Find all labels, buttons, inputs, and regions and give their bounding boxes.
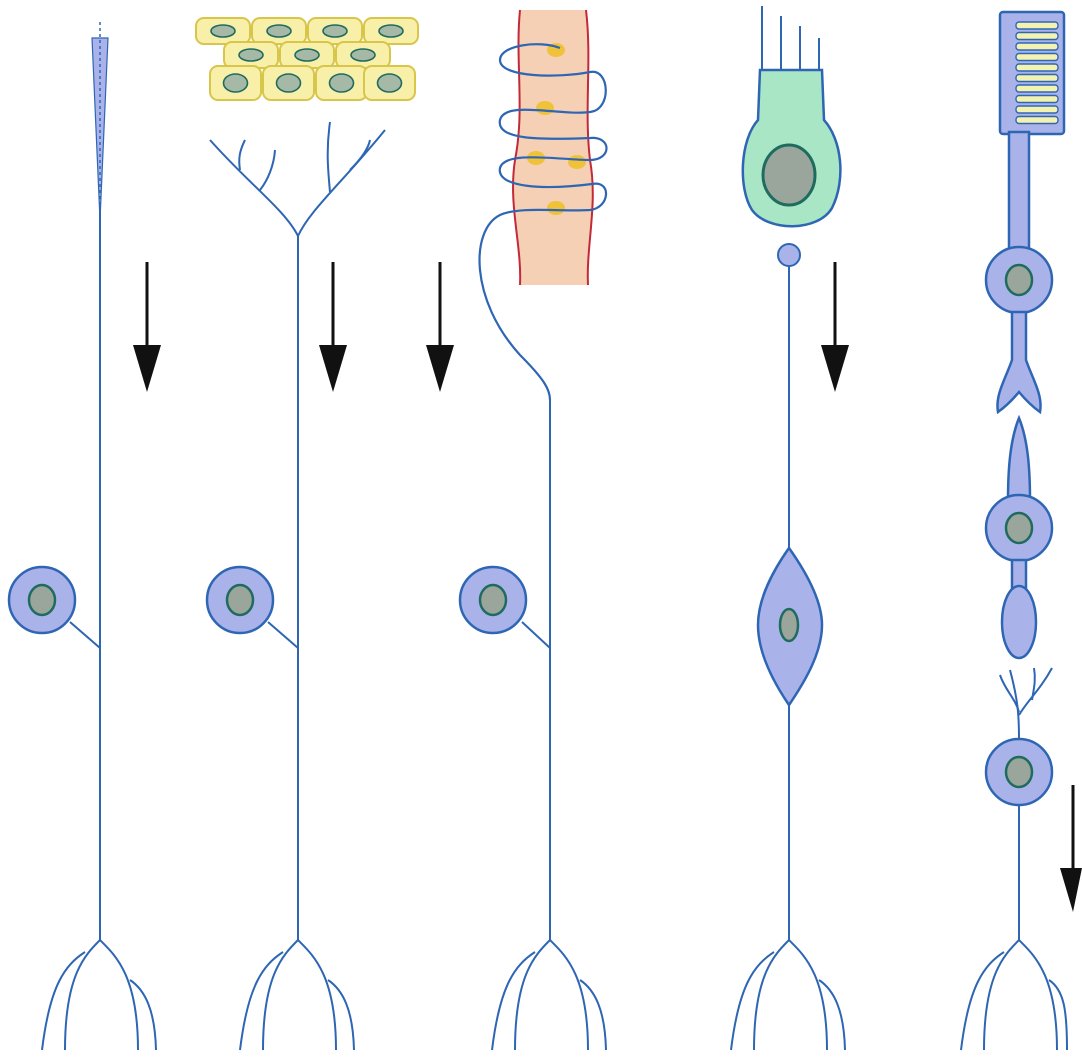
nucleus <box>227 585 253 615</box>
stalk <box>70 622 100 648</box>
synaptic-terminal <box>997 312 1040 412</box>
epithelial-nucleus <box>323 25 347 37</box>
axon-terminals <box>731 940 845 1050</box>
free-nerve-ending-neuron <box>9 22 156 1050</box>
nucleus <box>29 585 55 615</box>
epithelial-ending-neuron <box>196 18 418 1050</box>
photoreceptor-nucleus <box>1006 265 1032 295</box>
nucleus <box>780 609 798 641</box>
ganglion-dendrites <box>1000 668 1052 740</box>
epithelial-nucleus <box>239 49 263 61</box>
photoreceptor-disc <box>1016 22 1058 29</box>
axon-terminals <box>240 940 354 1050</box>
photoreceptor-disc <box>1016 54 1058 61</box>
stalk <box>268 622 298 648</box>
photoreceptor-disc <box>1016 85 1058 92</box>
photoreceptor-disc <box>1016 64 1058 71</box>
bipolar-nucleus <box>1006 513 1032 543</box>
arrow-4 <box>821 262 849 392</box>
nucleus <box>480 585 506 615</box>
arrow-2 <box>319 262 347 392</box>
axon-terminals <box>42 940 156 1050</box>
hair-cell-neuron <box>731 6 845 1050</box>
outer-segment-frame <box>1000 12 1064 134</box>
signal-direction-arrows <box>133 262 1082 912</box>
epithelium <box>196 18 418 100</box>
photoreceptor-disc <box>1016 33 1058 40</box>
epithelial-nucleus <box>351 49 375 61</box>
bipolar-terminal <box>1002 586 1036 658</box>
arrow-3 <box>426 262 454 392</box>
epithelial-nucleus <box>277 74 301 92</box>
epithelial-nucleus <box>224 74 248 92</box>
bipolar-dendrite <box>1008 418 1030 500</box>
photoreceptor-disc <box>1016 106 1058 113</box>
photoreceptor-chain <box>961 12 1067 1050</box>
arrow-1 <box>133 262 161 392</box>
stereocilia <box>762 6 819 70</box>
photoreceptor-disc <box>1016 43 1058 50</box>
axon-terminals <box>492 940 606 1050</box>
stalk <box>522 622 550 648</box>
inner-segment <box>1009 132 1029 250</box>
arrow-5 <box>1060 785 1082 912</box>
epithelial-nucleus <box>330 74 354 92</box>
dendrite-branches <box>210 122 385 236</box>
photoreceptor-disc <box>1016 117 1058 124</box>
axon-terminals <box>961 940 1067 1050</box>
synaptic-bouton <box>778 244 800 266</box>
photoreceptor-disc <box>1016 75 1058 82</box>
epithelial-nucleus <box>379 25 403 37</box>
epithelial-nucleus <box>211 25 235 37</box>
muscle-spindle-neuron <box>460 10 607 1050</box>
photoreceptor-disc <box>1016 96 1058 103</box>
epithelial-nucleus <box>295 49 319 61</box>
epithelial-nucleus <box>267 25 291 37</box>
hair-cell-nucleus <box>763 145 815 205</box>
ganglion-nucleus <box>1006 757 1032 787</box>
epithelial-nucleus <box>378 74 402 92</box>
